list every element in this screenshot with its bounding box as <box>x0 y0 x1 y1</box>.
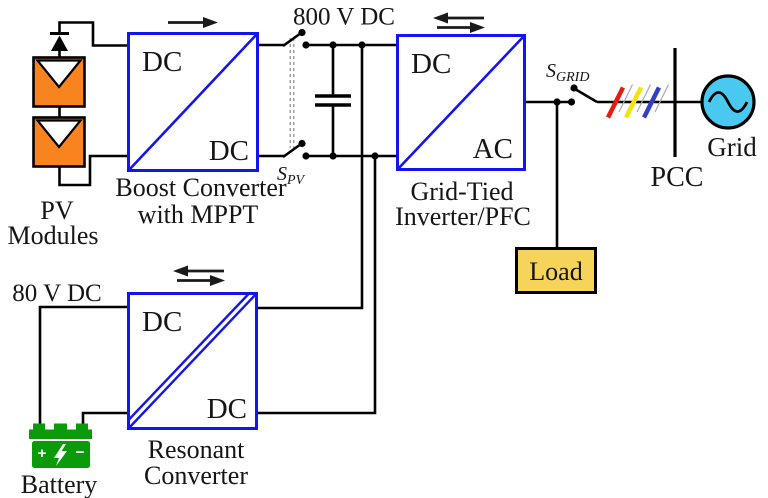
bidirectional-power-arrow-icon <box>433 12 485 33</box>
dc-bus-capacitor-icon <box>315 94 351 107</box>
spv-switch-label: SPV <box>277 163 306 188</box>
boost-port-dc-out: DC <box>209 135 249 167</box>
switch-contact-dot <box>302 152 310 160</box>
phase-slash-blue <box>641 86 662 119</box>
resonant-diagonal-1 <box>127 292 258 430</box>
grid-switch-icon <box>567 84 598 106</box>
junction-dot <box>329 152 337 160</box>
battery-terminal <box>76 423 88 430</box>
boost-caption-line1: Boost Converter <box>115 173 286 202</box>
boost-port-dc-in: DC <box>142 46 182 78</box>
arrow-head-right <box>210 275 225 286</box>
phase-slash-thin <box>636 84 652 113</box>
lightning-bolt-icon <box>54 444 67 466</box>
phase-slash-red <box>605 86 626 119</box>
boost-caption-line2: with MPPT <box>138 200 259 229</box>
pv-caption-line2: Modules <box>8 221 99 250</box>
switch-contact-dot <box>567 98 576 106</box>
arrow-head <box>203 17 218 28</box>
load-block: Load <box>515 247 597 294</box>
resonant-port-dc-bottom: DC <box>207 393 247 425</box>
pcc-label: PCC <box>651 162 704 193</box>
grid-tied-inverter-block: DC AC <box>396 34 526 171</box>
battery-top-bar <box>29 429 92 439</box>
phase-slash-yellow <box>623 86 644 119</box>
switch-blade-top <box>282 31 302 48</box>
blocking-diode-icon <box>50 32 69 51</box>
switch-contact-dot <box>298 139 306 148</box>
inverter-port-ac: AC <box>473 133 513 165</box>
phase-slash-thin <box>618 84 634 113</box>
boost-converter-block: DC DC <box>127 32 259 172</box>
pv-caption-line1: PV <box>40 196 73 225</box>
battery-terminal <box>33 423 45 430</box>
pv-string <box>32 56 86 168</box>
boost-converter-diagonal <box>127 32 259 172</box>
inverter-port-dc: DC <box>411 48 451 80</box>
load-label: Load <box>529 257 582 286</box>
resonant-top-link-wire <box>257 45 364 310</box>
switch-contact-dot <box>302 41 310 49</box>
diode-triangle <box>51 35 68 51</box>
resonant-diagonal-2 <box>127 292 250 421</box>
resonant-converter-block: DC DC <box>127 292 258 430</box>
switch-blade-bottom <box>282 142 302 159</box>
junction-dot <box>371 152 379 160</box>
resonant-port-dc-top: DC <box>142 306 182 338</box>
spv-symbol: S <box>277 163 287 185</box>
battery-terminal <box>54 423 67 430</box>
sgrid-switch-label: SGRID <box>546 60 589 85</box>
ac-grid-source-icon <box>700 74 756 130</box>
power-flow-right-arrow-icon <box>168 17 218 28</box>
pv-module-chevron <box>35 119 83 149</box>
arrow-head-left <box>173 265 188 277</box>
battery-voltage-label: 80 V DC <box>12 280 101 307</box>
inverter-caption-line1: Grid-Tied <box>410 177 513 206</box>
battery-positive-wire <box>38 305 129 426</box>
sgrid-symbol: S <box>546 60 556 82</box>
arrow-head-right <box>470 22 485 33</box>
pv-module-chevron <box>35 59 83 89</box>
ganged-switch-icon <box>282 28 310 160</box>
grid-label: Grid <box>707 132 757 162</box>
phase-slash-thin <box>654 84 670 113</box>
bidirectional-power-arrow-icon <box>173 265 225 286</box>
pv-bottom-wire <box>58 154 129 187</box>
switch-contact-dot <box>298 28 306 37</box>
pv-top-wire <box>58 21 129 47</box>
battery-icon: + − <box>29 423 92 468</box>
resonant-caption-line1: Resonant <box>148 435 246 464</box>
load-box <box>515 247 597 294</box>
resonant-caption-line2: Converter <box>144 461 248 490</box>
switch-blade <box>574 87 598 104</box>
three-phase-slash-icon <box>605 84 670 119</box>
junction-dot <box>553 98 561 106</box>
junction-dot <box>329 41 337 49</box>
junction-dot <box>358 41 366 49</box>
sine-wave-glyph <box>707 91 749 113</box>
spv-subscript: PV <box>286 173 306 188</box>
dc-bus-voltage-label: 800 V DC <box>293 4 395 31</box>
sgrid-subscript: GRID <box>556 70 589 85</box>
battery-negative-wire <box>81 411 129 426</box>
battery-label: Battery <box>21 470 98 498</box>
arrow-head-left <box>433 12 448 24</box>
battery-plus-sign: + <box>38 445 47 462</box>
junction-dots <box>329 41 561 160</box>
resonant-bottom-link-wire <box>257 156 377 415</box>
switch-contact-dot <box>570 84 578 92</box>
inverter-caption-line2: Inverter/PFC <box>395 202 531 231</box>
inverter-diagonal <box>396 34 526 171</box>
battery-minus-sign: − <box>76 444 85 461</box>
